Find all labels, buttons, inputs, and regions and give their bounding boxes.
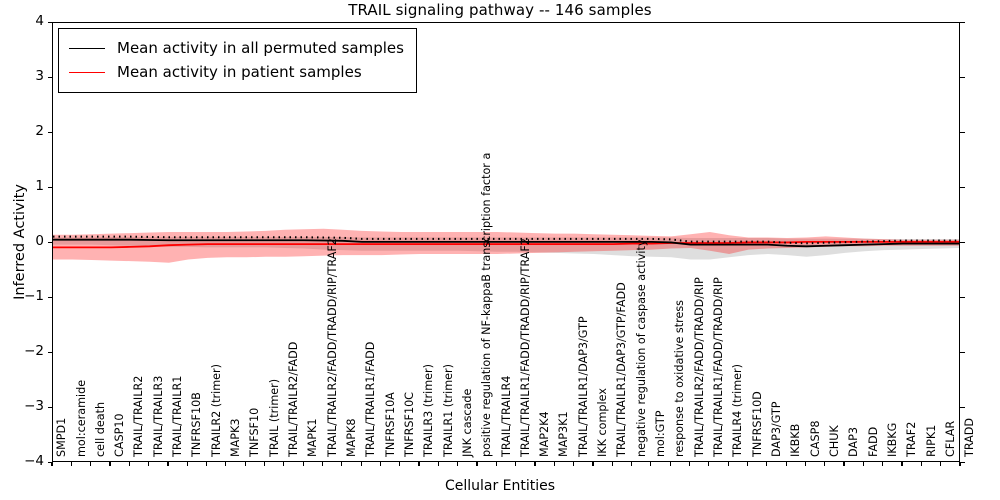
x-tick-mark bbox=[70, 462, 72, 466]
x-tick-label: TRADD bbox=[963, 417, 977, 457]
x-tick-mark bbox=[399, 462, 401, 466]
legend-item-patient: Mean activity in patient samples bbox=[69, 60, 404, 84]
x-tick-mark bbox=[901, 462, 903, 466]
x-tick-mark bbox=[592, 462, 594, 466]
x-tick-mark bbox=[51, 462, 53, 466]
x-tick-mark bbox=[650, 462, 652, 466]
x-tick-mark bbox=[476, 462, 478, 466]
permuted-mean-line bbox=[53, 238, 959, 248]
x-axis-label: Cellular Entities bbox=[444, 478, 556, 494]
y-tick-mark bbox=[48, 406, 52, 408]
legend-label-permuted: Mean activity in all permuted samples bbox=[117, 39, 404, 57]
x-tick-mark bbox=[341, 462, 343, 466]
y-tick-mark bbox=[48, 296, 52, 298]
x-tick-mark bbox=[727, 462, 729, 466]
x-tick-mark bbox=[321, 462, 324, 466]
y-tick-label: −3 bbox=[24, 398, 44, 414]
legend-item-permuted: Mean activity in all permuted samples bbox=[69, 36, 404, 60]
y-tick-label: 3 bbox=[35, 68, 44, 84]
x-tick-mark bbox=[167, 462, 169, 466]
y-tick-label: 1 bbox=[35, 178, 44, 194]
y-tick-mark-right bbox=[960, 76, 965, 78]
x-tick-mark bbox=[534, 462, 536, 466]
y-tick-mark bbox=[48, 241, 52, 243]
x-tick-mark bbox=[147, 462, 150, 466]
legend-line-red bbox=[69, 71, 105, 73]
y-tick-mark bbox=[48, 131, 52, 133]
plot-area bbox=[53, 23, 959, 461]
x-tick-mark bbox=[862, 462, 864, 466]
x-tick-mark bbox=[302, 462, 304, 466]
y-tick-mark bbox=[48, 76, 52, 78]
y-tick-mark bbox=[48, 351, 52, 353]
x-tick-mark bbox=[283, 462, 285, 466]
y-tick-mark bbox=[48, 21, 52, 23]
x-tick-mark bbox=[205, 462, 208, 466]
x-tick-mark bbox=[804, 462, 807, 466]
plot-svg bbox=[53, 228, 959, 263]
y-tick-label: 0 bbox=[35, 233, 44, 249]
x-tick-mark bbox=[515, 462, 517, 466]
x-tick-mark bbox=[959, 462, 961, 466]
x-tick-mark bbox=[90, 462, 92, 466]
y-tick-mark-right bbox=[960, 186, 965, 188]
x-tick-mark bbox=[843, 462, 845, 466]
x-tick-mark bbox=[186, 462, 188, 466]
y-tick-mark-right bbox=[960, 296, 965, 298]
legend-line-black bbox=[69, 47, 105, 49]
x-tick-mark bbox=[244, 462, 246, 466]
y-tick-label: 2 bbox=[35, 123, 44, 139]
x-tick-mark bbox=[553, 462, 555, 466]
y-tick-label: −4 bbox=[24, 453, 44, 469]
y-tick-label: −1 bbox=[24, 288, 44, 304]
legend: Mean activity in all permuted samples Me… bbox=[58, 28, 417, 93]
x-tick-mark bbox=[457, 462, 459, 466]
legend-label-patient: Mean activity in patient samples bbox=[117, 63, 362, 81]
x-tick-mark bbox=[669, 462, 671, 466]
x-tick-mark bbox=[128, 462, 130, 466]
x-tick-mark bbox=[437, 462, 439, 466]
y-tick-mark-right bbox=[960, 21, 965, 23]
x-tick-mark bbox=[225, 462, 227, 466]
x-tick-mark bbox=[920, 462, 922, 466]
x-tick-mark bbox=[418, 462, 420, 466]
patient-mean-line bbox=[53, 241, 959, 249]
y-tick-mark-right bbox=[960, 461, 965, 463]
y-tick-label: −2 bbox=[24, 343, 44, 359]
x-tick-mark bbox=[882, 462, 884, 466]
x-tick-mark bbox=[630, 462, 633, 466]
y-tick-mark-right bbox=[960, 131, 965, 133]
x-tick-mark bbox=[688, 462, 691, 466]
y-tick-mark-right bbox=[960, 241, 965, 243]
x-tick-mark bbox=[824, 462, 826, 466]
x-tick-mark bbox=[360, 462, 362, 466]
y-tick-label: 4 bbox=[35, 13, 44, 29]
x-tick-mark bbox=[495, 462, 497, 466]
x-tick-mark bbox=[940, 462, 942, 466]
x-tick-mark bbox=[746, 462, 749, 466]
x-tick-mark bbox=[611, 462, 613, 466]
y-tick-mark-right bbox=[960, 351, 965, 353]
x-tick-mark bbox=[109, 462, 111, 466]
y-tick-mark-right bbox=[960, 406, 965, 408]
x-tick-mark bbox=[766, 462, 768, 466]
x-tick-mark bbox=[263, 462, 266, 466]
x-tick-mark bbox=[379, 462, 381, 466]
y-tick-mark bbox=[48, 461, 52, 463]
chart-title: TRAIL signaling pathway -- 146 samples bbox=[348, 1, 652, 19]
plot-axes bbox=[52, 22, 960, 462]
x-tick-mark bbox=[573, 462, 575, 466]
x-tick-mark bbox=[708, 462, 710, 466]
y-tick-mark bbox=[48, 186, 52, 188]
x-tick-mark bbox=[785, 462, 787, 466]
